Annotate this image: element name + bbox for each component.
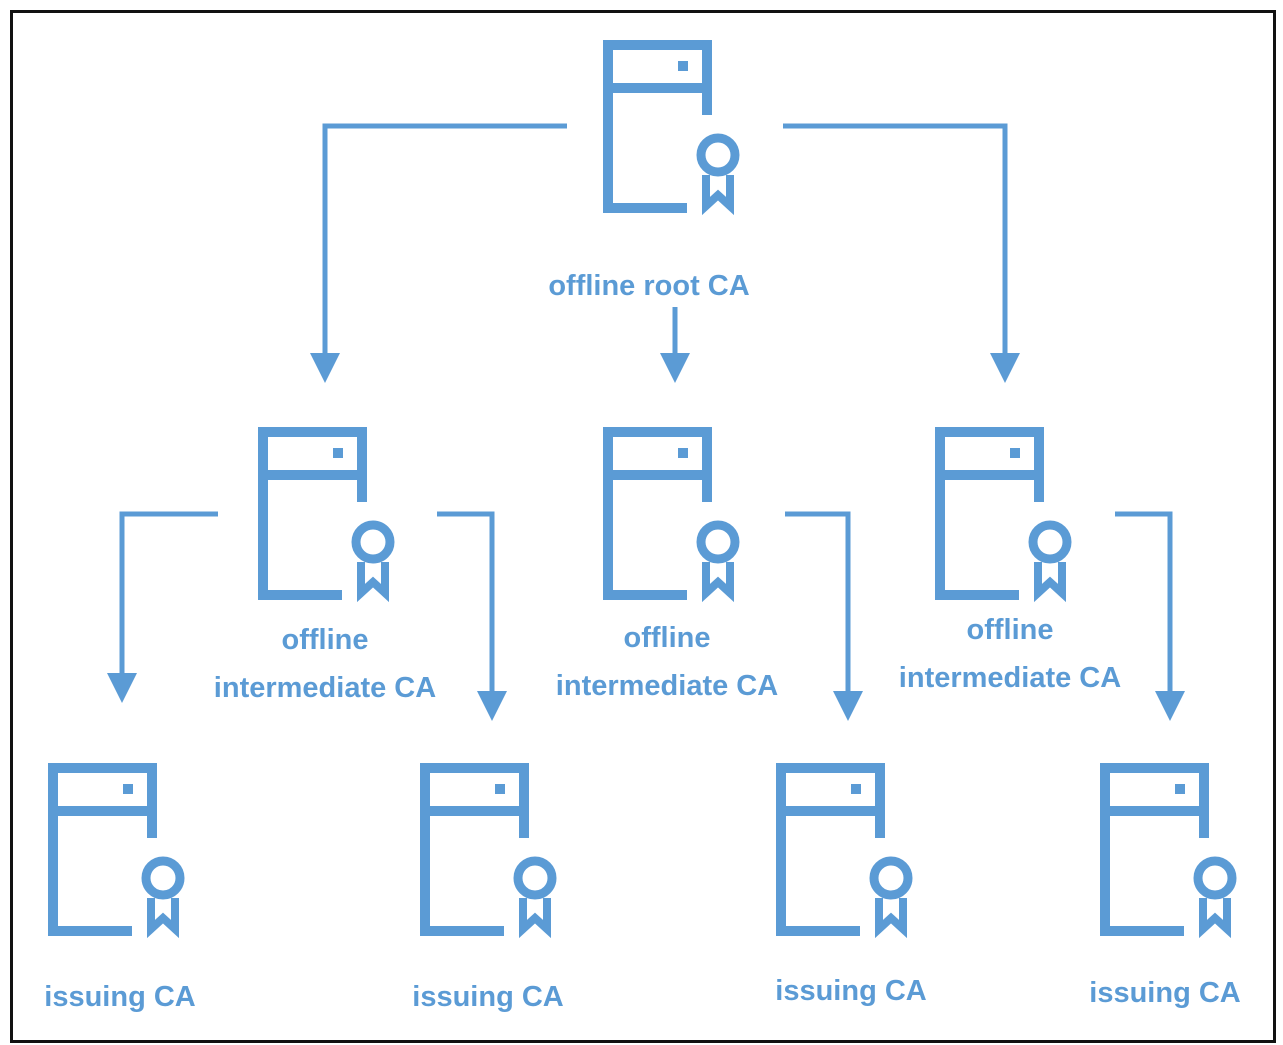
root-ca-server-icon [603, 40, 735, 213]
intermediate-ca-3-line2: intermediate CA [898, 662, 1122, 694]
intermediate-ca-1-label: offline intermediate CA [214, 616, 436, 712]
arrow-intermediate-1-to-issuing-1 [107, 511, 218, 703]
issuing-ca-3-server-icon [776, 763, 908, 936]
intermediate-ca-2-server-icon [603, 427, 735, 600]
intermediate-ca-3-label: offline intermediate CA [899, 606, 1121, 702]
issuing-ca-4-label: issuing CA [1089, 977, 1241, 1009]
intermediate-ca-1-line2: intermediate CA [213, 672, 437, 704]
root-ca-label: offline root CA [548, 270, 750, 302]
arrow-root-to-intermediate-3 [783, 123, 1020, 383]
issuing-ca-1-server-icon [48, 763, 180, 936]
issuing-ca-4-server-icon [1100, 763, 1232, 936]
issuing-ca-1-label: issuing CA [44, 981, 196, 1013]
intermediate-ca-2-label: offline intermediate CA [556, 614, 778, 710]
arrow-intermediate-1-to-issuing-2 [437, 511, 507, 721]
issuing-ca-2-label: issuing CA [412, 981, 564, 1013]
arrow-intermediate-3-to-issuing-4 [1115, 511, 1185, 721]
intermediate-ca-3-server-icon [935, 427, 1067, 600]
issuing-ca-2-server-icon [420, 763, 552, 936]
arrow-root-to-intermediate-1 [310, 123, 567, 383]
intermediate-ca-2-line2: intermediate CA [555, 670, 779, 702]
intermediate-ca-1-line1: offline [281, 624, 369, 656]
intermediate-ca-3-line1: offline [966, 614, 1054, 646]
issuing-ca-3-label: issuing CA [775, 975, 927, 1007]
intermediate-ca-2-line1: offline [623, 622, 711, 654]
diagram-frame [10, 10, 1276, 1043]
arrow-intermediate-2-to-issuing-3 [785, 511, 863, 721]
intermediate-ca-1-server-icon [258, 427, 390, 600]
